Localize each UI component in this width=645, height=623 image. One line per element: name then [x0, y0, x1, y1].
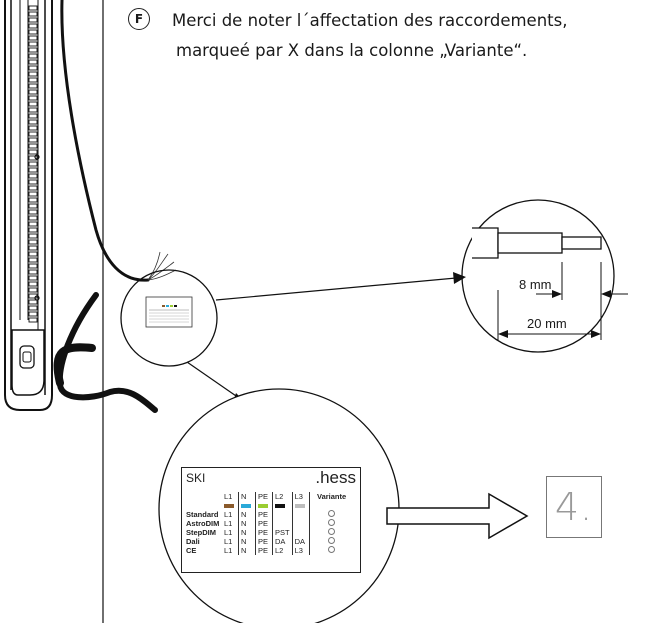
cooling-fin — [28, 203, 38, 209]
cooling-fin — [28, 47, 38, 53]
cooling-fin — [28, 161, 38, 167]
color-swatch-l3 — [294, 504, 305, 508]
next-step-number: 4. — [554, 485, 594, 529]
header-n: N — [238, 492, 256, 501]
cooling-fin — [28, 185, 38, 191]
cooling-fin — [28, 209, 38, 215]
variante-checkbox[interactable] — [328, 546, 336, 553]
cooling-fin — [28, 275, 38, 281]
brand-logo: .hess — [315, 468, 356, 487]
cooling-fin — [28, 89, 38, 95]
cooling-fin — [28, 215, 38, 221]
cooling-fin — [28, 263, 38, 269]
model-label: SKI — [186, 471, 206, 485]
cooling-fin — [28, 101, 38, 107]
cooling-fin — [28, 65, 38, 71]
variante-checkbox[interactable] — [328, 510, 336, 517]
strip-length-label: 8 mm — [519, 277, 552, 292]
cooling-fin — [28, 53, 38, 59]
terminal-table-card: SKI .hess L1 N PE L2 L3 Variante Standar… — [181, 467, 361, 573]
cooling-fin — [28, 143, 38, 149]
language-badge: F — [128, 8, 150, 30]
cooling-fin — [28, 281, 38, 287]
cooling-fin — [28, 233, 38, 239]
cooling-fin — [28, 239, 38, 245]
magnifier-wire-detail — [461, 199, 615, 353]
cooling-fin — [28, 197, 38, 203]
cooling-fin — [28, 179, 38, 185]
cooling-fin — [28, 155, 38, 161]
cooling-fin — [28, 221, 38, 227]
cooling-fin — [28, 119, 38, 125]
cooling-fin — [28, 269, 38, 275]
cooling-fin — [28, 287, 38, 293]
mini-label — [145, 296, 193, 328]
color-swatch-l1 — [224, 504, 234, 508]
color-swatch-pe — [258, 504, 268, 508]
cooling-fin — [28, 23, 38, 29]
cooling-fin — [28, 83, 38, 89]
cooling-fin — [28, 95, 38, 101]
cooling-fin — [28, 299, 38, 305]
luminaire-housing — [4, 0, 53, 411]
cooling-fin — [28, 113, 38, 119]
cooling-fin — [28, 245, 38, 251]
variante-checkbox[interactable] — [328, 528, 336, 535]
table-row: CE L1 N PE L2 L3 — [185, 546, 354, 555]
instruction-line-1: Merci de noter l´affectation des raccord… — [172, 11, 568, 30]
cooling-fin — [28, 107, 38, 113]
table-header-row: L1 N PE L2 L3 Variante — [185, 492, 354, 501]
cable-loop — [53, 343, 96, 387]
header-l1: L1 — [224, 492, 233, 501]
cooling-fin — [28, 293, 38, 299]
cooling-fins — [28, 5, 38, 323]
cooling-fin — [28, 257, 38, 263]
cooling-fin — [28, 305, 38, 311]
color-swatch-n — [241, 504, 251, 508]
header-l3: L3 — [291, 492, 310, 501]
cooling-fin — [28, 59, 38, 65]
terminal-table: L1 N PE L2 L3 Variante Standard L1 N PE — [185, 492, 354, 555]
cooling-fin — [28, 137, 38, 143]
table-row: Dali L1 N PE DA DA — [185, 537, 354, 546]
cooling-fin — [28, 41, 38, 47]
cooling-fin — [28, 17, 38, 23]
wire-ends — [147, 251, 177, 281]
cooling-fin — [28, 131, 38, 137]
sheath-length-label: 20 mm — [527, 316, 567, 331]
header-pe: PE — [255, 492, 273, 501]
color-swatch-l2 — [275, 504, 285, 508]
instruction-line-2: marqueé par X dans la colonne „Variante“… — [176, 41, 528, 60]
cooling-fin — [28, 5, 38, 11]
cooling-fin — [28, 311, 38, 317]
table-row: Standard L1 N PE — [185, 510, 354, 519]
next-step-box: 4. — [546, 476, 602, 538]
cooling-fin — [28, 167, 38, 173]
cooling-fin — [28, 71, 38, 77]
cooling-fin — [28, 149, 38, 155]
cooling-fin — [28, 125, 38, 131]
cooling-fin — [28, 191, 38, 197]
header-variante: Variante — [308, 492, 354, 501]
variante-checkbox[interactable] — [328, 519, 336, 526]
cooling-fin — [28, 11, 38, 17]
table-row: StepDIM L1 N PE PST — [185, 528, 354, 537]
cooling-fin — [28, 317, 38, 323]
variante-checkbox[interactable] — [328, 537, 336, 544]
cooling-fin — [28, 227, 38, 233]
cooling-fin — [28, 77, 38, 83]
cooling-fin — [28, 251, 38, 257]
table-row: AstroDIM L1 N PE — [185, 519, 354, 528]
table-color-row — [185, 501, 354, 510]
header-l2: L2 — [272, 492, 293, 501]
next-step-arrow — [386, 492, 529, 540]
power-cable — [56, 0, 158, 413]
cooling-fin — [28, 29, 38, 35]
magnifier-small — [120, 269, 218, 367]
cooling-fin — [28, 35, 38, 41]
cooling-fin — [28, 173, 38, 179]
wire-detail — [472, 227, 628, 340]
pointer-arrow-right — [215, 272, 466, 301]
